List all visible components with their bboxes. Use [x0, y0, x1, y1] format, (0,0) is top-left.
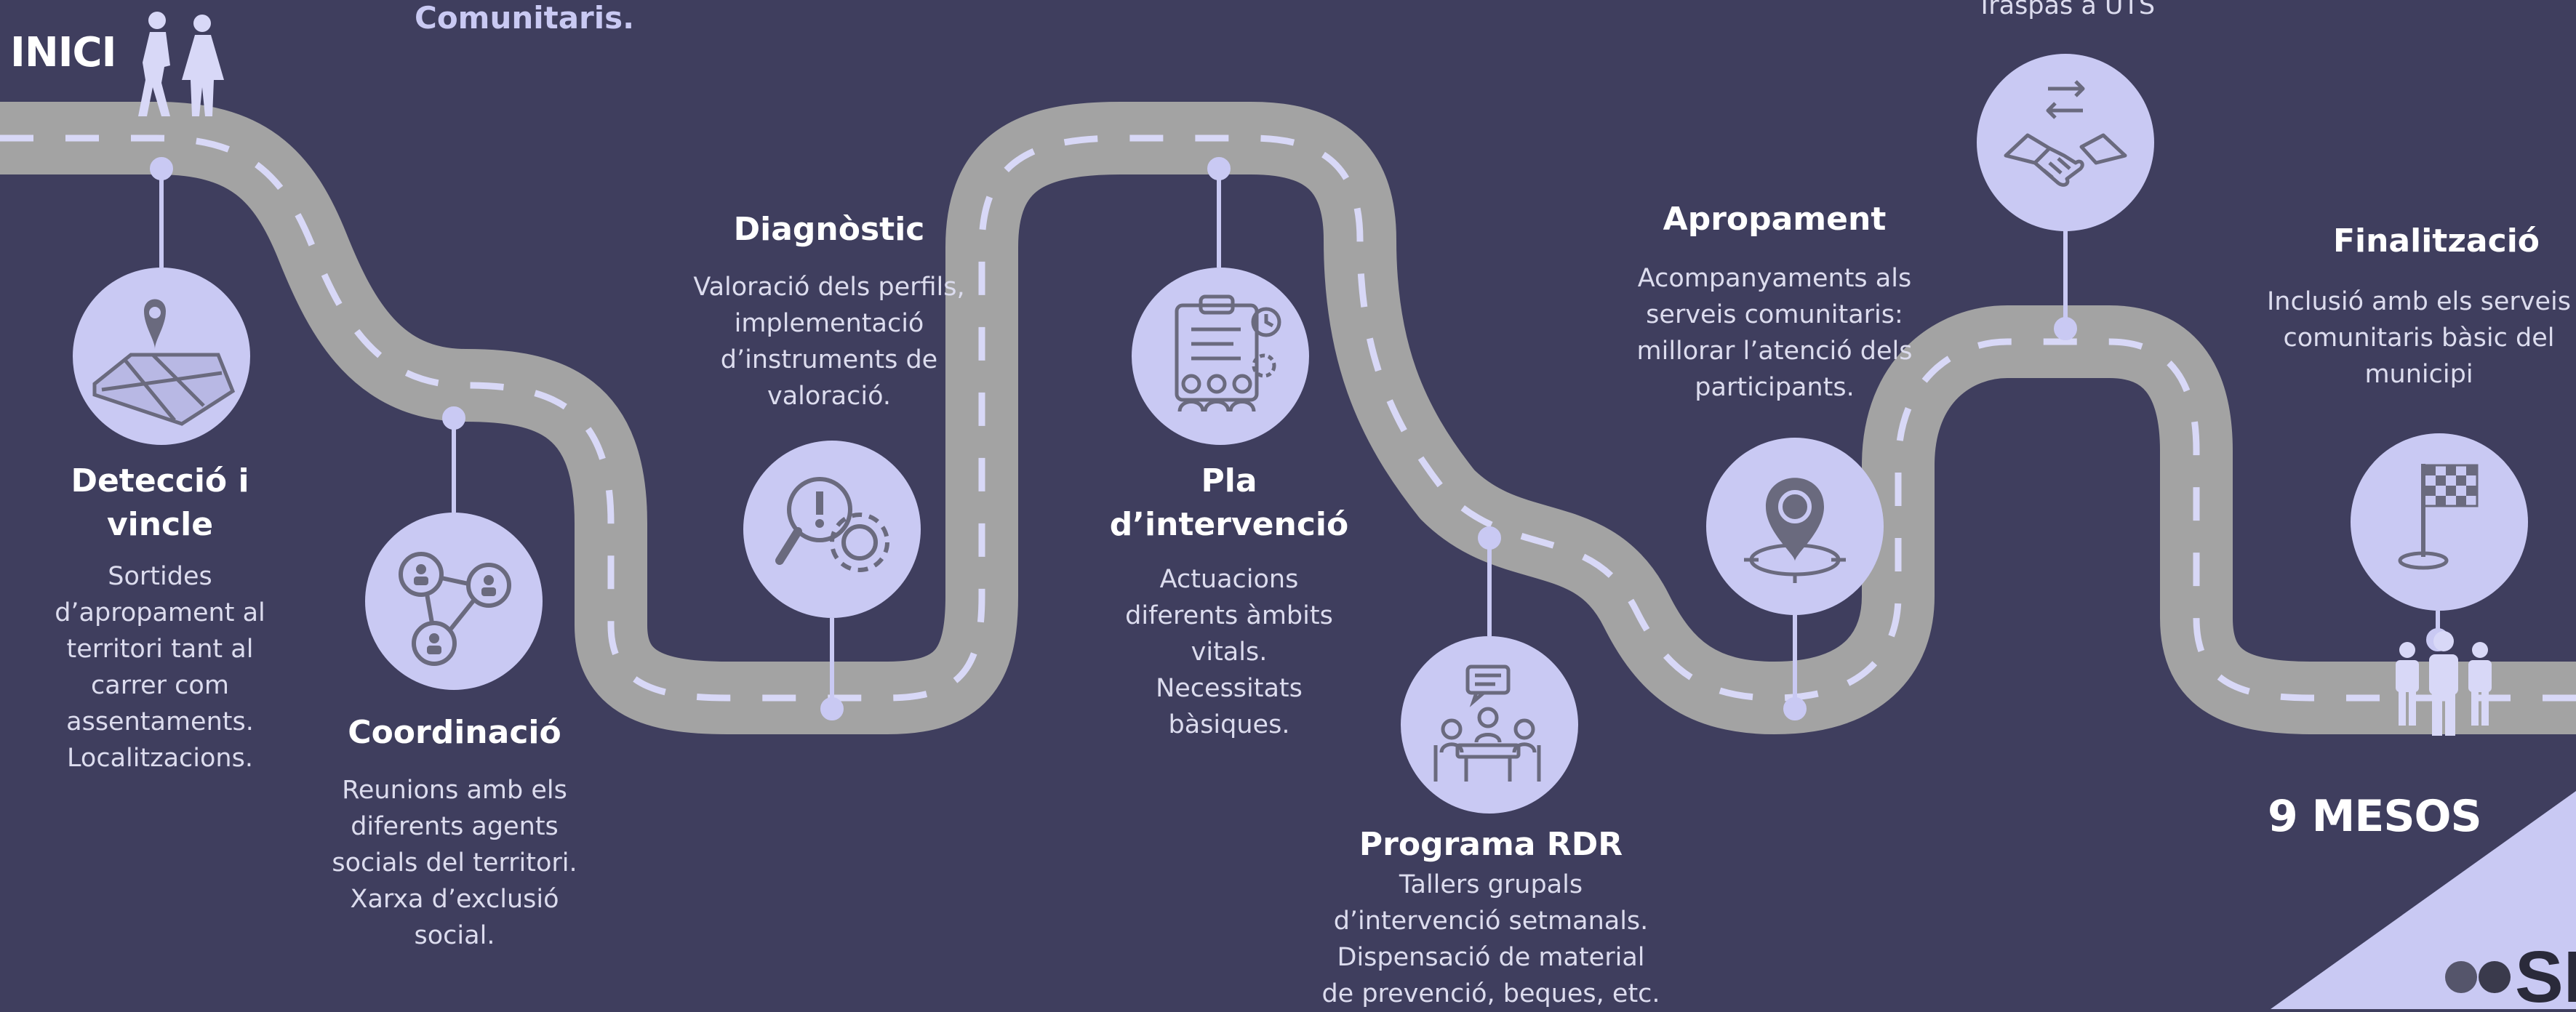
step-detection-circle — [73, 268, 250, 445]
step-plan-desc: Actuacions diferents àmbits vitals. Nece… — [1125, 565, 1333, 739]
step-coordination-desc: Reunions amb els diferents agents social… — [332, 776, 577, 950]
top-right-cut-text: Traspàs a UTS — [1977, 0, 2156, 20]
end-label: 9 MESOS — [2268, 791, 2482, 842]
logo-text: SER — [2515, 936, 2576, 1009]
step-detection-desc: Sortides d’apropament al territori tant … — [55, 562, 265, 773]
top-cut-text: Comunitaris. — [415, 0, 635, 36]
step-diagnostic-circle — [743, 441, 921, 618]
step-coordination-circle — [365, 513, 543, 690]
step-rdr-circle — [1401, 636, 1578, 814]
magnifier-gear-icon — [775, 477, 889, 572]
walking-people-icon — [138, 12, 224, 116]
step-final-desc: Inclusió amb els serveis comunitaris bàs… — [2266, 287, 2572, 389]
step-plan-circle — [1132, 268, 1309, 445]
step-final-circle — [2351, 433, 2528, 611]
step-detection-title: Detecció i vincle — [71, 462, 249, 543]
step-coordination-title: Coordinació — [348, 714, 561, 751]
step-approach-circle — [1706, 438, 1884, 615]
step-diagnostic-desc: Valoració dels perfils, implementació d’… — [693, 273, 965, 411]
step-final-title: Finalització — [2332, 222, 2540, 260]
step-rdr-title: Programa RDR — [1359, 826, 1623, 863]
group-people-icon — [2396, 631, 2492, 736]
network-people-icon — [399, 552, 511, 666]
clipboard-team-icon — [1175, 294, 1281, 412]
handshake-icon — [2004, 80, 2127, 187]
location-target-icon — [1744, 478, 1846, 583]
start-label: INICI — [10, 29, 116, 76]
step-plan-title: Pla d’intervenció — [1109, 462, 1349, 543]
meeting-table-icon — [1433, 664, 1541, 782]
step-rdr-desc: Tallers grupals d’intervenció setmanals.… — [1321, 870, 1660, 1008]
checkered-flag-icon — [2398, 464, 2479, 570]
logo-corner: SER — [2271, 791, 2576, 1009]
connector-lines — [150, 157, 2449, 720]
step-approach-title: Apropament — [1663, 201, 1887, 238]
step-approach-desc: Acompanyaments als serveis comunitaris: … — [1636, 264, 1913, 402]
step-transfer-circle — [1977, 54, 2154, 231]
step-diagnostic-title: Diagnòstic — [733, 211, 925, 248]
map-pin-icon — [92, 299, 236, 426]
